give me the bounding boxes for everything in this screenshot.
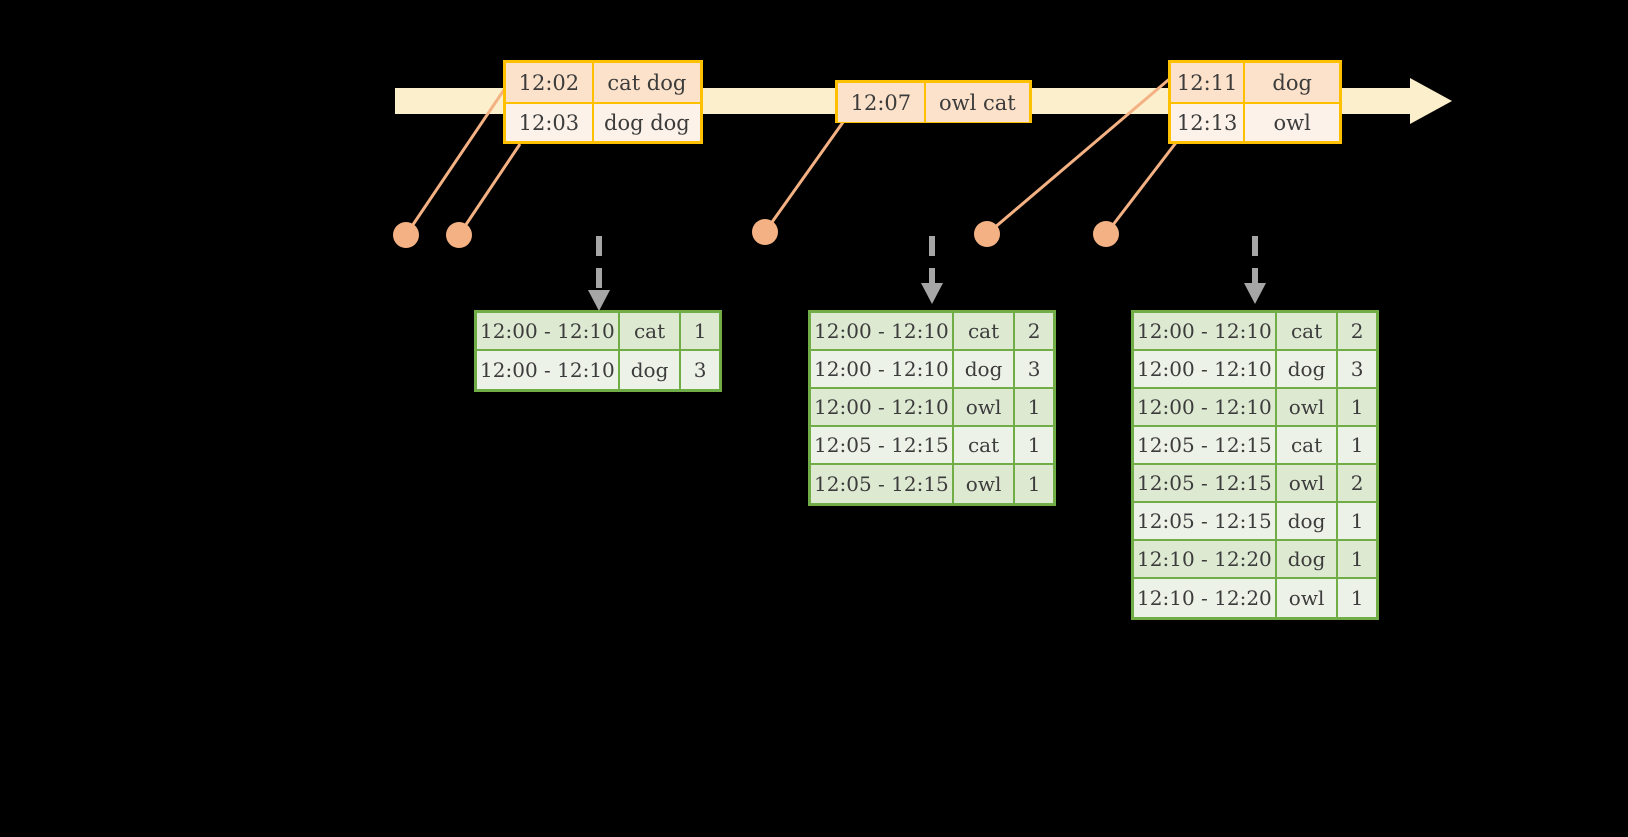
connector-line-3 [763,117,848,233]
table-row[interactable]: 12:10 - 12:20 owl 1 [1134,579,1376,617]
event-box-2[interactable]: 12:07 owl cat [835,80,1032,123]
count-cell: 1 [1336,579,1376,617]
word-cell: dog [951,351,1014,387]
word-cell: owl [1274,389,1337,425]
event-row[interactable]: 12:07 owl cat [838,83,1029,122]
event-box-3[interactable]: 12:11 dog 12:13 owl [1168,60,1342,144]
event-words: dog dog [591,104,700,141]
count-cell: 1 [679,313,719,349]
event-box-1[interactable]: 12:02 cat dog 12:03 dog dog [503,60,703,144]
count-cell: 2 [1336,313,1376,349]
table-row[interactable]: 12:00 - 12:10 cat 2 [811,313,1053,351]
word-cell: dog [1274,503,1337,539]
count-cell: 1 [1336,427,1376,463]
connector-dot-2 [446,222,472,248]
word-cell: cat [617,313,680,349]
word-cell: dog [1274,541,1337,577]
count-cell: 1 [1013,427,1053,463]
word-cell: owl [1274,579,1337,617]
connector-dot-1 [393,222,419,248]
count-cell: 2 [1336,465,1376,501]
connector-line-2 [457,143,522,236]
event-row[interactable]: 12:03 dog dog [506,102,700,141]
table-row[interactable]: 12:05 - 12:15 owl 1 [811,465,1053,503]
word-cell: dog [617,351,680,389]
word-cell: owl [1274,465,1337,501]
result-table-3[interactable]: 12:00 - 12:10 cat 2 12:00 - 12:10 dog 3 … [1131,310,1379,620]
count-cell: 3 [679,351,719,389]
event-words: dog [1243,63,1339,102]
count-cell: 3 [1013,351,1053,387]
table-row[interactable]: 12:00 - 12:10 dog 3 [477,351,719,389]
table-row[interactable]: 12:05 - 12:15 owl 2 [1134,465,1376,503]
emit-arrow-3 [1244,236,1266,304]
window-cell: 12:00 - 12:10 [1137,319,1272,343]
window-cell: 12:00 - 12:10 [814,357,949,381]
window-cell: 12:00 - 12:10 [814,319,949,343]
count-cell: 1 [1336,389,1376,425]
event-time: 12:02 [518,70,580,95]
table-row[interactable]: 12:05 - 12:15 cat 1 [811,427,1053,465]
event-words: owl cat [923,83,1029,122]
table-row[interactable]: 12:00 - 12:10 cat 2 [1134,313,1376,351]
window-cell: 12:05 - 12:15 [1137,471,1272,495]
window-cell: 12:00 - 12:10 [480,319,615,343]
window-cell: 12:00 - 12:10 [480,358,615,382]
word-cell: cat [1274,313,1337,349]
event-time: 12:07 [850,90,912,115]
window-cell: 12:05 - 12:15 [814,433,949,457]
table-row[interactable]: 12:00 - 12:10 dog 3 [1134,351,1376,389]
window-cell: 12:00 - 12:10 [1137,395,1272,419]
connector-line-5 [1104,139,1180,235]
word-cell: cat [1274,427,1337,463]
count-cell: 2 [1013,313,1053,349]
count-cell: 1 [1336,503,1376,539]
word-cell: cat [951,313,1014,349]
window-cell: 12:00 - 12:10 [1137,357,1272,381]
count-cell: 3 [1336,351,1376,387]
count-cell: 1 [1013,389,1053,425]
table-row[interactable]: 12:00 - 12:10 owl 1 [1134,389,1376,427]
window-cell: 12:05 - 12:15 [1137,509,1272,533]
emit-arrow-2 [921,236,943,304]
window-cell: 12:10 - 12:20 [1137,547,1272,571]
word-cell: cat [951,427,1014,463]
connector-dot-5 [1093,221,1119,247]
count-cell: 1 [1336,541,1376,577]
window-cell: 12:00 - 12:10 [814,395,949,419]
result-table-2[interactable]: 12:00 - 12:10 cat 2 12:00 - 12:10 dog 3 … [808,310,1056,506]
event-time: 12:13 [1176,110,1238,135]
event-row[interactable]: 12:11 dog [1171,63,1339,102]
result-table-1[interactable]: 12:00 - 12:10 cat 1 12:00 - 12:10 dog 3 [474,310,722,392]
window-cell: 12:05 - 12:15 [814,472,949,496]
event-words: owl [1243,104,1339,141]
event-words: cat dog [591,63,700,102]
word-cell: owl [951,465,1014,503]
word-cell: dog [1274,351,1337,387]
count-cell: 1 [1013,465,1053,503]
table-row[interactable]: 12:00 - 12:10 cat 1 [477,313,719,351]
event-row[interactable]: 12:13 owl [1171,102,1339,141]
connector-dot-3 [752,219,778,245]
event-row[interactable]: 12:02 cat dog [506,63,700,102]
connector-dot-4 [974,221,1000,247]
timeline-arrowhead [1410,78,1452,124]
table-row[interactable]: 12:00 - 12:10 dog 3 [811,351,1053,389]
emit-arrow-1 [588,236,610,311]
table-row[interactable]: 12:05 - 12:15 dog 1 [1134,503,1376,541]
word-cell: owl [951,389,1014,425]
window-cell: 12:10 - 12:20 [1137,586,1272,610]
event-time: 12:11 [1176,70,1238,95]
table-row[interactable]: 12:05 - 12:15 cat 1 [1134,427,1376,465]
table-row[interactable]: 12:10 - 12:20 dog 1 [1134,541,1376,579]
event-time: 12:03 [518,110,580,135]
table-row[interactable]: 12:00 - 12:10 owl 1 [811,389,1053,427]
window-cell: 12:05 - 12:15 [1137,433,1272,457]
